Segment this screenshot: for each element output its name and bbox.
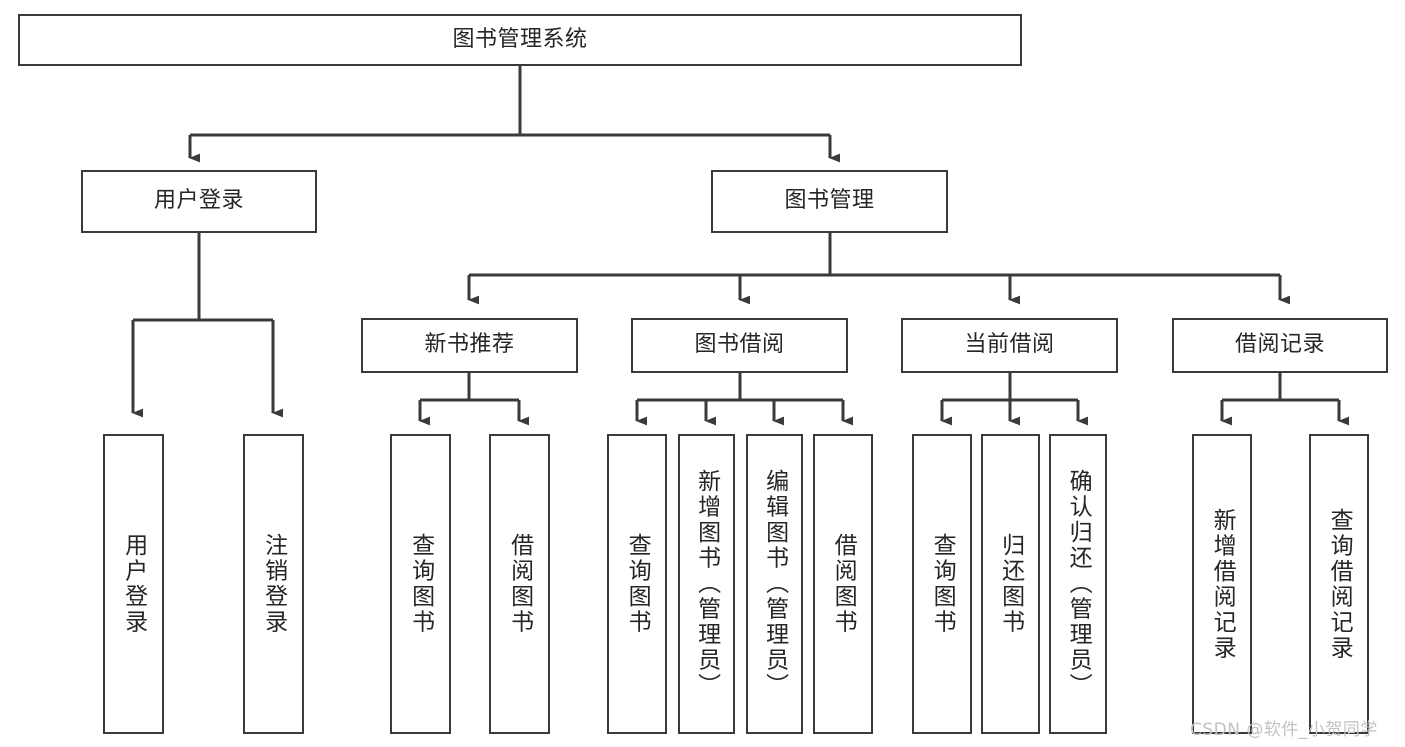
node-label: 新增借阅记录 [1209, 507, 1236, 661]
node-label: 查询图书 [929, 533, 956, 635]
node-current-borrowing[interactable]: 当前借阅 [901, 318, 1118, 373]
leaf-user-login-login[interactable]: 用户登录 [103, 434, 164, 734]
leaf-current-return-book[interactable]: 归还图书 [981, 434, 1040, 734]
leaf-current-query-book[interactable]: 查询图书 [912, 434, 972, 734]
node-label: 图书管理 [784, 188, 875, 214]
node-new-book-recommendation[interactable]: 新书推荐 [361, 318, 578, 373]
node-label: 图书借阅 [694, 332, 785, 358]
node-label: 当前借阅 [964, 332, 1055, 358]
leaf-new-book-query-book[interactable]: 查询图书 [390, 434, 451, 734]
node-label: 注销登录 [260, 533, 287, 635]
node-label: 查询图书 [624, 533, 651, 635]
node-label: 新书推荐 [424, 332, 515, 358]
leaf-current-confirm-return-admin[interactable]: 确认归还（管理员） [1049, 434, 1107, 734]
csdn-watermark: CSDN @软件_小贺同学 [1190, 720, 1378, 740]
leaf-borrow-add-book-admin[interactable]: 新增图书（管理员） [678, 434, 735, 734]
node-label: 查询借阅记录 [1326, 507, 1353, 661]
leaf-record-query-record[interactable]: 查询借阅记录 [1309, 434, 1369, 734]
leaf-borrow-query-book[interactable]: 查询图书 [607, 434, 667, 734]
leaf-user-login-logout[interactable]: 注销登录 [243, 434, 304, 734]
node-label: 借阅记录 [1234, 332, 1325, 358]
node-label: 确认归还（管理员） [1065, 469, 1092, 699]
node-label: 用户登录 [153, 188, 244, 214]
node-label: 编辑图书（管理员） [761, 469, 788, 699]
leaf-record-add-record[interactable]: 新增借阅记录 [1192, 434, 1252, 734]
node-label: 用户登录 [120, 533, 147, 635]
leaf-borrow-borrow-book[interactable]: 借阅图书 [813, 434, 873, 734]
node-label: 借阅图书 [830, 533, 857, 635]
node-label: 归还图书 [997, 533, 1024, 635]
node-label: 借阅图书 [506, 533, 533, 635]
leaf-new-book-borrow-book[interactable]: 借阅图书 [489, 434, 550, 734]
node-label: 图书管理系统 [452, 26, 588, 52]
leaf-borrow-edit-book-admin[interactable]: 编辑图书（管理员） [746, 434, 803, 734]
node-user-login[interactable]: 用户登录 [81, 170, 317, 233]
node-borrowing-record[interactable]: 借阅记录 [1172, 318, 1388, 373]
node-book-management[interactable]: 图书管理 [711, 170, 948, 233]
node-root-book-management-system[interactable]: 图书管理系统 [18, 14, 1022, 66]
node-book-borrowing[interactable]: 图书借阅 [631, 318, 848, 373]
node-label: 查询图书 [407, 533, 434, 635]
node-label: 新增图书（管理员） [693, 469, 720, 699]
